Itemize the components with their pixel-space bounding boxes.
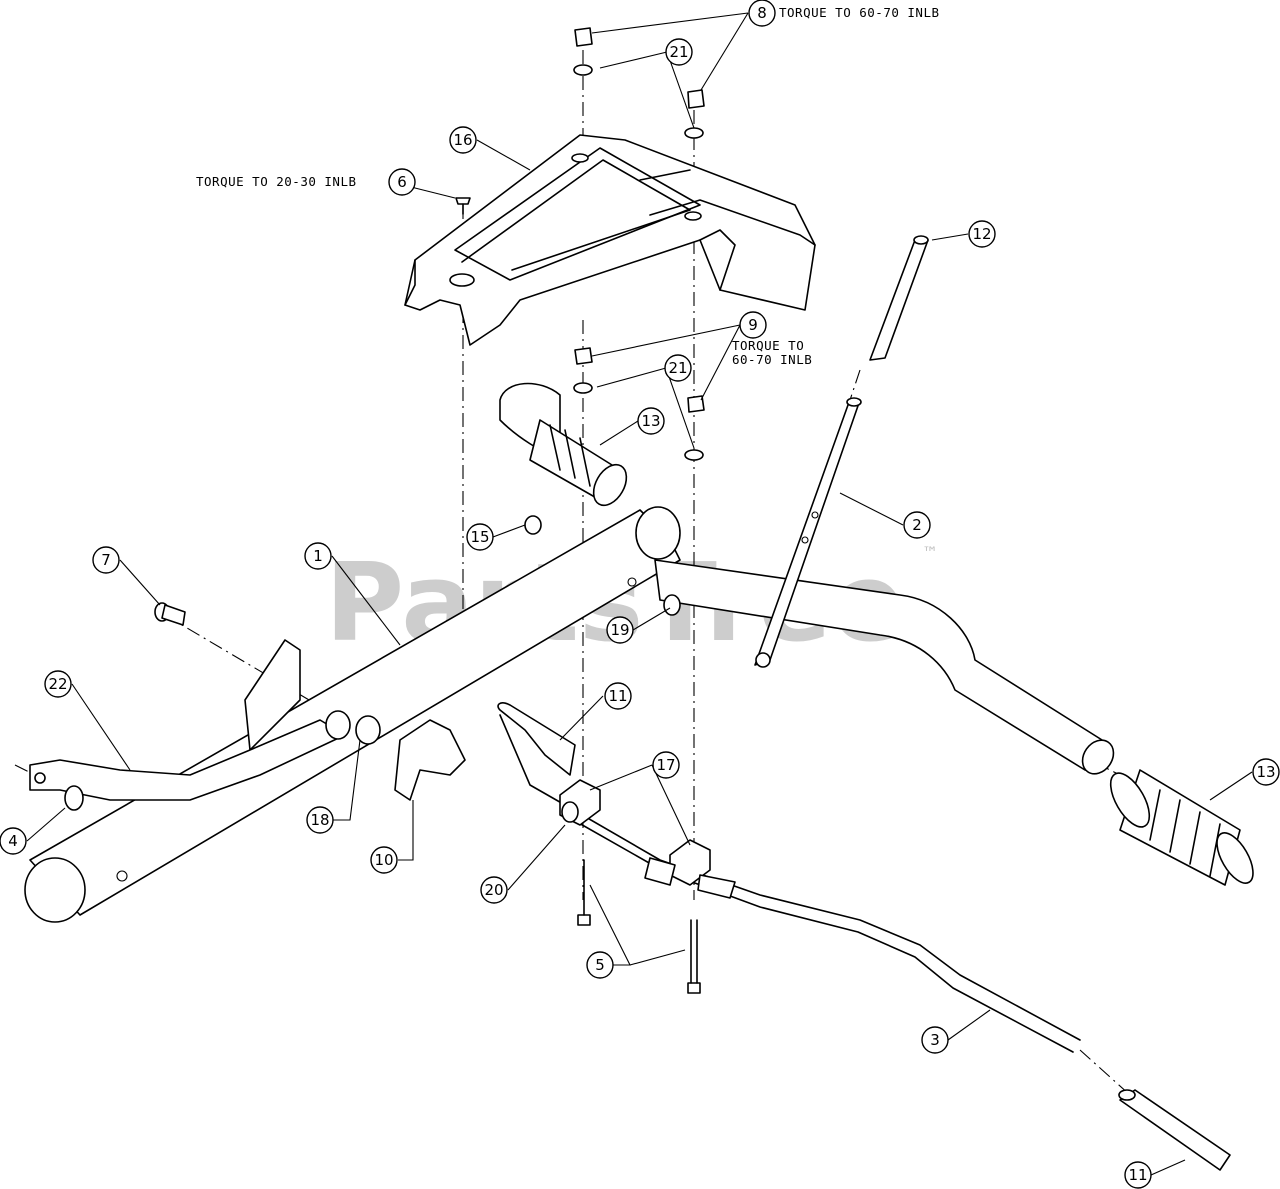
callout-9: 9	[739, 311, 767, 339]
svg-text:2: 2	[912, 516, 922, 534]
small-hardware	[154, 515, 681, 801]
svg-text:13: 13	[641, 412, 660, 430]
callout-16: 16	[449, 126, 477, 154]
torque-note-9-line2: 60-70 INLB	[732, 352, 812, 367]
callout-15: 15	[466, 523, 494, 551]
callout-13-right: 13	[1252, 758, 1280, 786]
svg-text:7: 7	[101, 551, 111, 569]
svg-text:5: 5	[595, 956, 605, 974]
torque-note-6: TORQUE TO 20-30 INLB	[196, 174, 357, 189]
console-cover	[404, 134, 816, 346]
svg-text:11: 11	[608, 687, 627, 705]
callout-10: 10	[370, 846, 398, 874]
svg-text:11: 11	[1128, 1166, 1147, 1184]
upper-handle-left	[499, 382, 628, 507]
svg-text:13: 13	[1256, 763, 1275, 781]
callout-8: 8	[748, 0, 776, 27]
svg-text:10: 10	[374, 851, 393, 869]
svg-text:20: 20	[484, 881, 503, 899]
svg-text:12: 12	[972, 225, 991, 243]
svg-text:8: 8	[757, 4, 767, 22]
callout-7: 7	[92, 546, 120, 574]
svg-text:22: 22	[48, 675, 67, 693]
callout-5: 5	[586, 951, 614, 979]
callout-4: 4	[0, 827, 27, 855]
bracket-bar	[754, 235, 929, 668]
svg-text:21: 21	[669, 43, 688, 61]
svg-text:15: 15	[470, 528, 489, 546]
shift-lever	[29, 639, 351, 811]
callout-3: 3	[921, 1026, 949, 1054]
svg-text:1: 1	[313, 547, 323, 565]
svg-text:4: 4	[8, 832, 18, 850]
callout-20: 20	[480, 876, 508, 904]
svg-text:21: 21	[668, 359, 687, 377]
svg-text:9: 9	[748, 316, 758, 334]
hardware-top	[455, 27, 705, 215]
clamps-and-bolts	[559, 779, 736, 994]
svg-text:16: 16	[453, 131, 472, 149]
callout-17: 17	[652, 751, 680, 779]
callout-21-middle: 21	[664, 354, 692, 382]
handlebar-right	[654, 559, 1115, 775]
watermark-trademark: ™	[922, 543, 938, 562]
main-tube	[24, 506, 681, 923]
svg-text:6: 6	[397, 173, 407, 191]
hardware-middle	[573, 347, 705, 461]
leader-lines	[26, 12, 1253, 1176]
callout-13-left: 13	[637, 407, 665, 435]
callout-1: 1	[304, 542, 332, 570]
callout-11-lower: 11	[1124, 1161, 1152, 1189]
svg-text:18: 18	[310, 811, 329, 829]
callout-11-upper: 11	[604, 682, 632, 710]
callout-21-top: 21	[665, 38, 693, 66]
callout-12: 12	[968, 220, 996, 248]
torque-note-8: TORQUE TO 60-70 INLB	[779, 5, 940, 20]
callout-6: 6	[388, 168, 416, 196]
callout-22: 22	[44, 670, 72, 698]
grip-right	[1109, 769, 1254, 886]
svg-text:3: 3	[930, 1031, 940, 1049]
callout-18: 18	[306, 806, 334, 834]
callout-2: 2	[903, 511, 931, 539]
svg-text:19: 19	[610, 621, 629, 639]
torque-note-9-line1: TORQUE TO	[732, 338, 804, 353]
svg-text:17: 17	[656, 756, 675, 774]
callout-19: 19	[606, 616, 634, 644]
